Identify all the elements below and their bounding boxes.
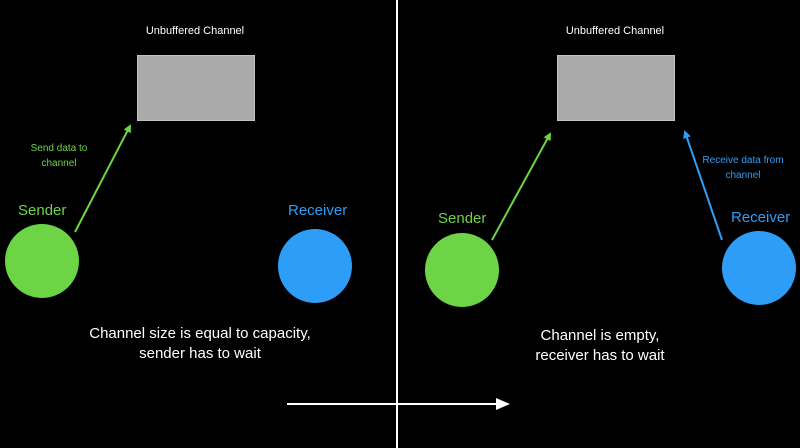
right-receive-arrow [683, 130, 723, 241]
right-receive-label-line2: channel [725, 170, 761, 181]
left-receiver-circle [278, 229, 352, 303]
left-sender-label: Sender [18, 202, 67, 219]
left-caption-line1: Channel size is equal to capacity, [89, 325, 311, 342]
right-receiver-circle [722, 231, 796, 305]
left-sender-circle [5, 224, 79, 298]
right-channel-box [557, 55, 675, 121]
right-sender-circle [425, 233, 499, 307]
left-send-label-line1: Send data to [30, 143, 88, 154]
left-caption-line2: sender has to wait [139, 345, 261, 362]
right-caption: Channel is empty, receiver has to wait [490, 326, 710, 366]
left-caption: Channel size is equal to capacity, sende… [60, 324, 340, 364]
right-receive-label-line1: Receive data from [702, 155, 784, 166]
right-receive-label: Receive data from channel [693, 153, 793, 183]
panel-divider [396, 0, 398, 448]
left-send-label-line2: channel [41, 158, 77, 169]
left-channel-title: Unbuffered Channel [145, 25, 245, 37]
right-send-arrow [491, 132, 551, 241]
right-caption-line1: Channel is empty, [540, 327, 660, 344]
left-receiver-label: Receiver [288, 202, 348, 219]
right-receiver-label: Receiver [731, 209, 791, 226]
right-sender-label: Sender [438, 210, 487, 227]
right-caption-line2: receiver has to wait [535, 347, 665, 364]
right-channel-title: Unbuffered Channel [565, 25, 665, 37]
left-channel-box [137, 55, 255, 121]
left-send-label: Send data to channel [14, 141, 104, 171]
